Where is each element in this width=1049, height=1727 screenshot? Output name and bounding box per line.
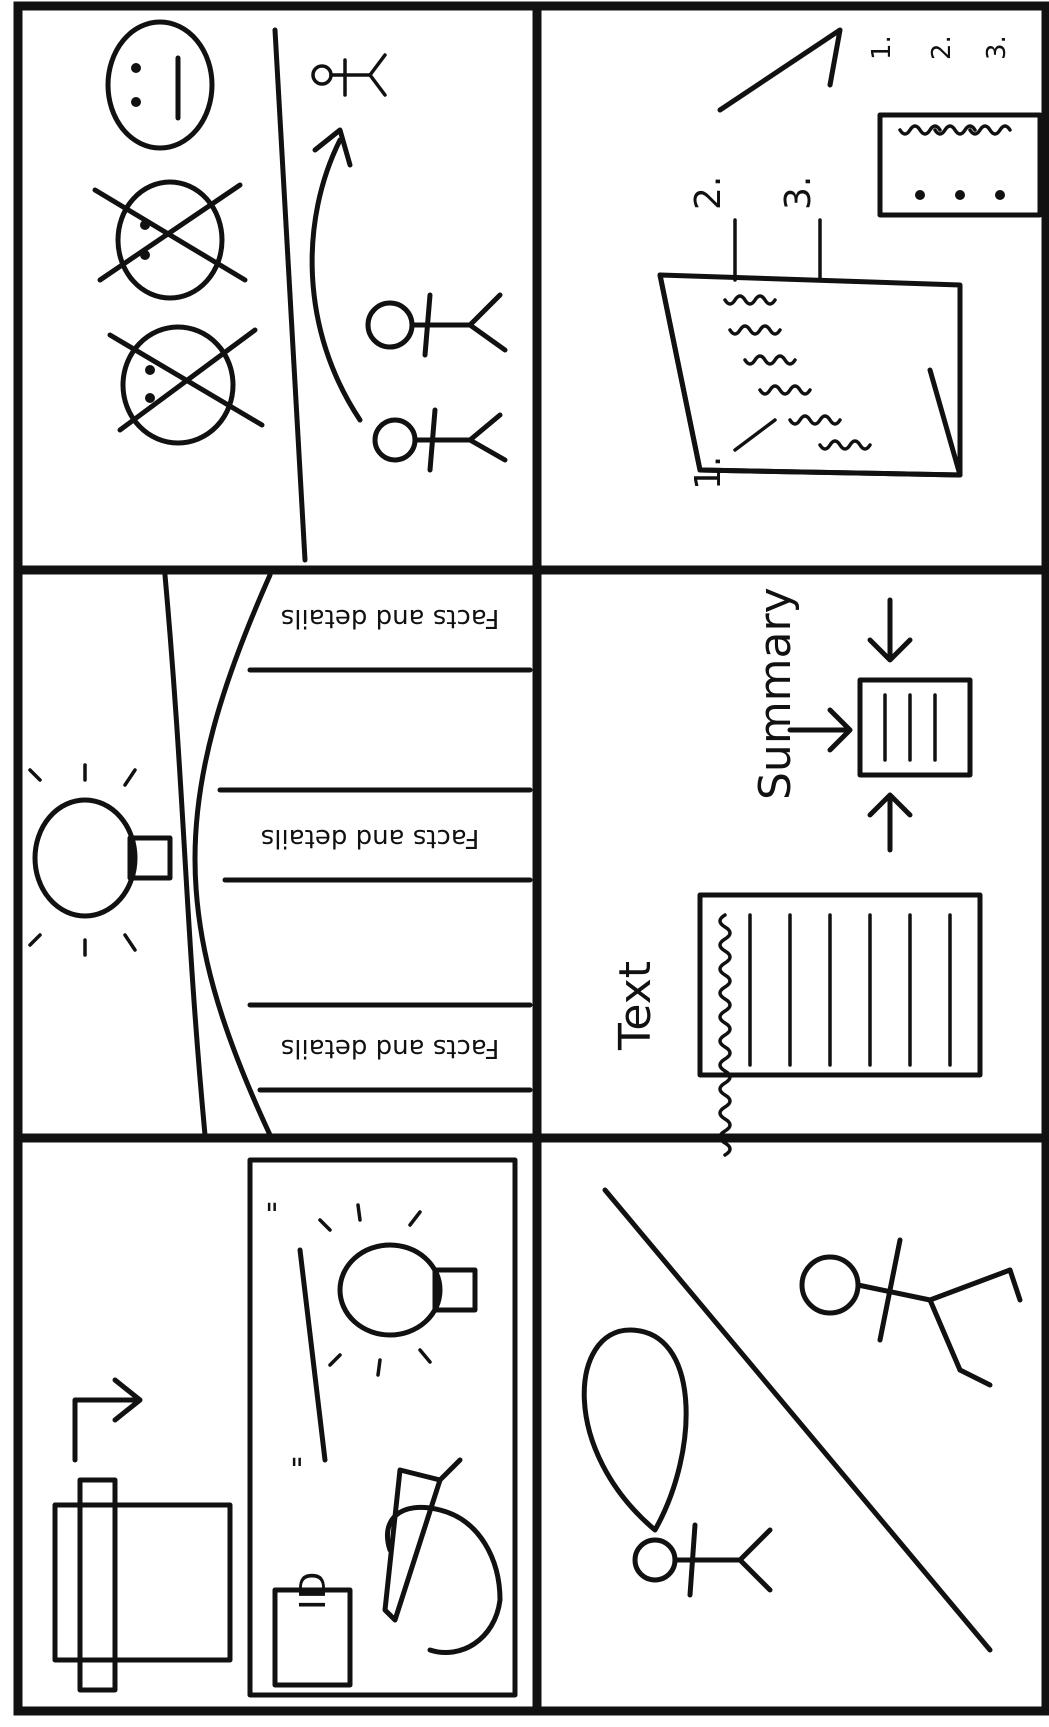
hand-pencil-icon [385,1460,500,1653]
panel-numbered-text: 1. 2. 3. 1. 2. 3. [660,30,1040,490]
facts-dividers [220,670,530,1090]
light-bulb-icon [30,765,170,955]
panel-faces-walk [95,22,505,560]
number-marker: 3. [778,176,819,210]
panel-facts-chain: Facts and details Facts and details Fact… [30,575,530,1135]
stick-figure-icon [635,1525,770,1595]
pointer-arrow [735,420,775,450]
list-marker: 1. [867,35,897,60]
panel-writing: ID " " [55,1160,515,1695]
facts-caption: Facts and details [261,823,480,853]
text-label: Text [610,961,661,1051]
compress-arrow-icon [870,600,910,660]
summary-box-lines [885,695,935,760]
text-page [660,275,960,475]
stick-figure-icon [368,295,505,355]
thought-bubble-icon [584,1330,686,1530]
crossed-face-icon [95,182,245,298]
stick-figure-icon [802,1240,1020,1385]
big-arrow-icon [720,30,840,110]
number-marker: 2. [688,176,729,210]
id-label: ID [293,1572,334,1610]
list-marker: 3. [982,35,1012,60]
summary-lines [900,126,1010,134]
full-text-box [700,895,980,1075]
summary-box [860,680,970,775]
panel-summary: Text Summary [610,587,980,1155]
panel-thought [584,1190,1020,1650]
neutral-face-icon [108,22,212,148]
stick-figure-icon [313,55,385,95]
turn-arrow-icon [75,1380,140,1460]
list-marker: 2. [927,35,957,60]
text-page [660,275,960,475]
stick-figure-icon [375,410,505,470]
quote-mark: " [265,1198,279,1233]
facts-caption: Facts and details [281,603,500,633]
full-text-lines [720,915,950,1155]
summary-label: Summary [750,587,801,800]
light-bulb-icon [320,1205,475,1375]
ground-line [275,30,305,560]
facts-caption: Facts and details [281,1033,500,1063]
text-lines [725,296,870,449]
number-marker: 1. [688,456,729,490]
chain-line [195,575,270,1135]
curved-arrow-icon [312,140,360,420]
writing-line [300,1250,325,1460]
quote-mark: " [290,1453,304,1488]
paper-sheet [250,1160,515,1695]
compress-arrow-icon [870,795,910,850]
crossed-face-icon [110,327,262,443]
